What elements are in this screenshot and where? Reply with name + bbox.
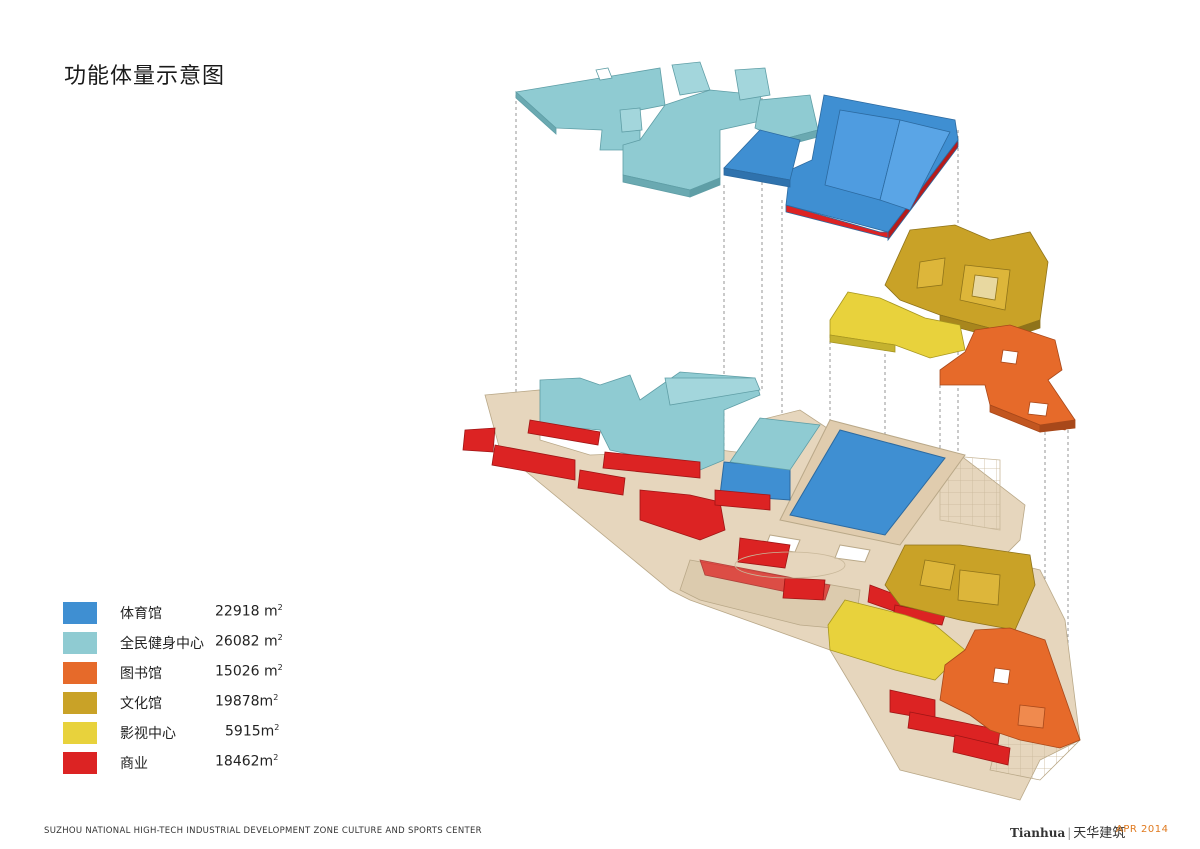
- legend-swatch: [63, 722, 97, 744]
- legend-item-library: 图书馆 15026 m2: [63, 662, 303, 692]
- cinema-ground: [827, 599, 966, 681]
- library-upper: [939, 324, 1076, 433]
- legend-area: 5915m2: [225, 723, 280, 740]
- stadium-ground: [719, 419, 966, 563]
- page-title: 功能体量示意图: [64, 64, 226, 89]
- legend-swatch: [63, 662, 97, 684]
- legend-area: 19878m2: [215, 693, 279, 710]
- cinema-upper: [829, 291, 966, 359]
- legend-swatch: [63, 632, 97, 654]
- date-label: APR 2014: [1116, 824, 1169, 835]
- culture-hall-ground: [884, 544, 1036, 631]
- library-ground: [939, 627, 1081, 749]
- brand-latin: Tianhua: [1010, 826, 1066, 840]
- legend-swatch: [63, 752, 97, 774]
- legend-item-stadium: 体育馆 22918 m2: [63, 602, 303, 632]
- legend: 体育馆 22918 m2 全民健身中心 26082 m2 图书馆 15026 m…: [63, 602, 303, 782]
- legend-swatch: [63, 692, 97, 714]
- legend-item-cinema: 影视中心 5915m2: [63, 722, 303, 752]
- legend-area: 22918 m2: [215, 603, 283, 620]
- legend-area: 15026 m2: [215, 663, 283, 680]
- fitness-center-ground: [539, 371, 821, 471]
- legend-swatch: [63, 602, 97, 624]
- legend-label: 文化馆: [120, 696, 162, 712]
- stadium-upper: [723, 94, 959, 242]
- legend-item-culture-hall: 文化馆 19878m2: [63, 692, 303, 722]
- brand-logo: Tianhua|天华建筑: [1010, 826, 1126, 841]
- legend-item-retail: 商业 18462m2: [63, 752, 303, 782]
- project-name: SUZHOU NATIONAL HIGH-TECH INDUSTRIAL DEV…: [44, 826, 482, 836]
- legend-area: 18462m2: [215, 753, 279, 770]
- brand-chinese: 天华建筑: [1073, 826, 1126, 841]
- legend-label: 体育馆: [120, 606, 162, 622]
- legend-area: 26082 m2: [215, 633, 283, 650]
- legend-label: 商业: [120, 756, 148, 772]
- legend-label: 全民健身中心: [120, 636, 204, 652]
- legend-label: 影视中心: [120, 726, 176, 742]
- fitness-center-upper: [515, 61, 819, 198]
- legend-label: 图书馆: [120, 666, 162, 682]
- legend-item-fitness-center: 全民健身中心 26082 m2: [63, 632, 303, 662]
